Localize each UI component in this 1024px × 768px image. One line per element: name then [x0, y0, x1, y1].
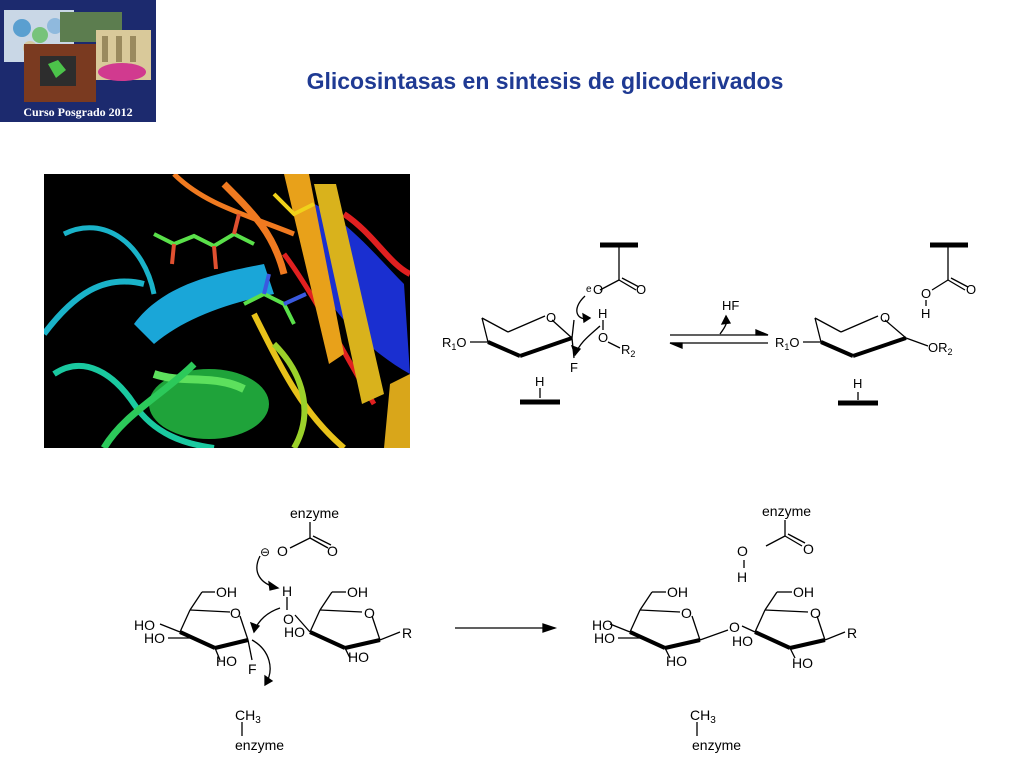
carbonyl-oxygen: O [636, 282, 646, 297]
hydroxyl-label: HO [284, 624, 305, 640]
carboxylate-oxygen: O [593, 282, 603, 297]
hydroxyl-label: OH [793, 584, 814, 600]
acid-carbonyl-oxygen: O [966, 282, 976, 297]
ring-oxygen-product: O [880, 310, 890, 325]
carboxylate-oxygen: O [277, 543, 288, 559]
hydroxyl-oxygen: O [598, 330, 608, 345]
enzyme-label-top-right: enzyme [762, 503, 811, 519]
logo-caption: Curso Posgrado 2012 [23, 105, 133, 119]
r1o-group: R1O [442, 335, 467, 352]
ring-oxygen-1-right: O [681, 605, 692, 621]
course-logo: Curso Posgrado 2012 [0, 0, 156, 122]
hydroxyl-label: HO [348, 649, 369, 665]
negative-charge: e [586, 284, 592, 295]
hydroxyl-label: HO [732, 633, 753, 649]
r1o-group-product: R1O [775, 335, 800, 352]
r-group: R [402, 625, 412, 641]
r-group-right: R [847, 625, 857, 641]
logo-collage [4, 10, 151, 102]
fluorine-label: F [570, 360, 578, 375]
or2-group: OR2 [928, 340, 953, 357]
hydroxyl-label: OH [347, 584, 368, 600]
fluorine-label: F [248, 661, 257, 677]
hydroxyl-label: HO [666, 653, 687, 669]
hf-label: HF [722, 298, 739, 313]
ring-oxygen: O [546, 310, 556, 325]
hydrogen-label: H [598, 306, 607, 321]
acid-hydrogen: H [921, 306, 930, 321]
methyl-group: CH3 [235, 707, 261, 726]
hydroxyl-label: HO [216, 653, 237, 669]
top-reaction-scheme: O O e H O R2 O R1O F H HF O O H O R1O OR… [442, 242, 976, 406]
hydroxyl-label: HO [134, 617, 155, 633]
acid-hydroxyl-oxygen: O [921, 286, 931, 301]
slide-title: Glicosintasas en sintesis de glicoderiva… [306, 68, 784, 94]
hydroxyl-label: HO [792, 655, 813, 671]
ring-oxygen-1: O [230, 605, 241, 621]
carbonyl-oxygen-right: O [803, 541, 814, 557]
hydrogen-label: H [282, 583, 292, 599]
enzyme-label-bottom-left: enzyme [235, 737, 284, 753]
ring-oxygen-2: O [364, 605, 375, 621]
hydroxyl-label: HO [594, 630, 615, 646]
enzyme-label-bottom-right: enzyme [692, 737, 741, 753]
negative-charge-symbol: ⊖ [260, 545, 270, 559]
glycosidic-oxygen: O [729, 619, 740, 635]
bridging-oxygen: O [283, 611, 294, 627]
protein-structure-image [44, 174, 410, 448]
hydroxyl-label: HO [592, 617, 613, 633]
base-hydrogen-product: H [853, 376, 862, 391]
hydroxyl-label: OH [667, 584, 688, 600]
bottom-reaction-scheme: enzyme ⊖ O O H O OH O HO HO HO F OH O HO… [134, 503, 857, 753]
carbonyl-oxygen: O [327, 543, 338, 559]
enzyme-label-top-left: enzyme [290, 505, 339, 521]
acid-oxygen: O [737, 543, 748, 559]
base-hydrogen: H [535, 374, 544, 389]
hydroxyl-label: OH [216, 584, 237, 600]
acid-hydrogen: H [737, 569, 747, 585]
ring-oxygen-2-right: O [810, 605, 821, 621]
methyl-group-right: CH3 [690, 707, 716, 726]
hydroxyl-label: HO [144, 630, 165, 646]
r2-group: R2 [621, 342, 635, 359]
